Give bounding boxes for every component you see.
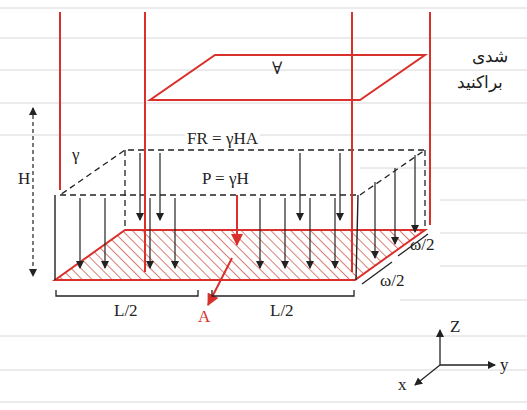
axis-label: x xyxy=(396,376,409,395)
specific-weight-label: γ xyxy=(70,146,82,165)
area-label: A xyxy=(196,308,212,327)
resultant-force-label: FR = γHA xyxy=(185,130,260,149)
dimension-label: L/2 xyxy=(268,302,296,321)
dimension-label: L/2 xyxy=(112,302,140,321)
height-label: H xyxy=(16,170,32,189)
volume-symbol: ∀ xyxy=(270,60,284,79)
axis-label: Z xyxy=(448,318,462,337)
note-text: شدی xyxy=(470,48,510,67)
axis-label: y xyxy=(498,356,511,375)
dimension-label: ω/2 xyxy=(378,272,406,291)
pressure-label: P = γH xyxy=(200,170,251,189)
ruled-lines xyxy=(0,8,527,402)
dimension-label: ω/2 xyxy=(408,236,436,255)
note-text: براکنید xyxy=(455,74,505,93)
